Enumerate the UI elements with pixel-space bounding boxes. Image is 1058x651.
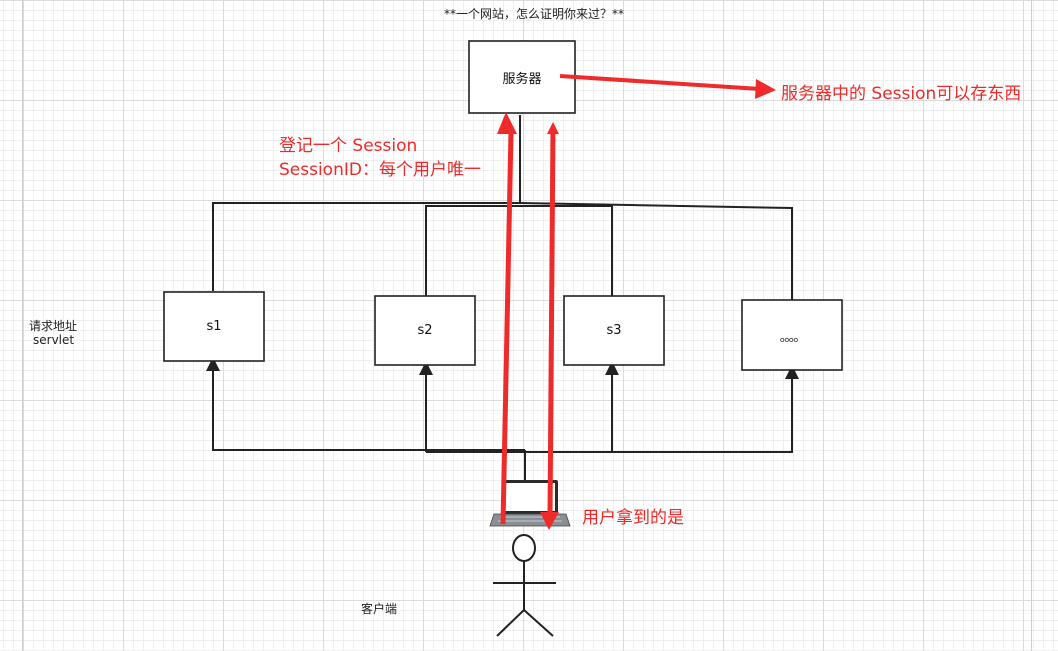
servlet-box-s3: [563, 295, 665, 366]
session-id-note: SessionID：每个用户唯一: [279, 160, 481, 180]
server-box: [468, 40, 576, 114]
bottom-line-s4: [612, 365, 799, 453]
bottom-line-s3: [426, 361, 619, 453]
top-line-s4: [519, 202, 793, 300]
register-session-note: 登记一个 Session: [279, 136, 418, 156]
downward-arrowhead: [540, 512, 559, 530]
servlet-box-s1: [163, 291, 265, 362]
top-line-s1: [212, 115, 521, 291]
server-label: 服务器: [502, 71, 542, 87]
servlet-label-s1: s1: [206, 319, 222, 334]
diagram-title: **一个网站，怎么证明你来过？**: [444, 7, 625, 21]
upward-arrow-to-server: [500, 131, 514, 525]
downward-arrow-to-user: [547, 126, 556, 517]
upward-arrowhead: [497, 112, 517, 134]
top-line-s2: [425, 205, 613, 296]
red-arrows: [497, 74, 776, 530]
servlet-label-s3: s3: [606, 323, 622, 338]
user-receives-note: 用户拿到的是: [582, 508, 684, 528]
server-session-note: 服务器中的 Session可以存东西: [781, 84, 1022, 104]
servlet-label: servlet: [33, 333, 75, 347]
connector-lines: [206, 115, 799, 480]
servlet-label-more: 。。。。: [779, 329, 807, 345]
client-label: 客户端: [361, 602, 398, 616]
server-to-note-arrowhead: [755, 79, 776, 99]
person-icon: [493, 534, 556, 637]
servlet-box-s2: [374, 295, 476, 366]
servlet-box-more: [741, 299, 843, 371]
bottom-line-s1: [206, 357, 525, 451]
page-left-border: [22, 0, 23, 651]
server-tip-arrowhead: [547, 122, 559, 134]
request-address-label: 请求地址: [29, 319, 78, 333]
server-to-note-arrow: [559, 74, 761, 91]
page-right-border: [1031, 0, 1032, 651]
servlet-label-s2: s2: [417, 323, 433, 338]
